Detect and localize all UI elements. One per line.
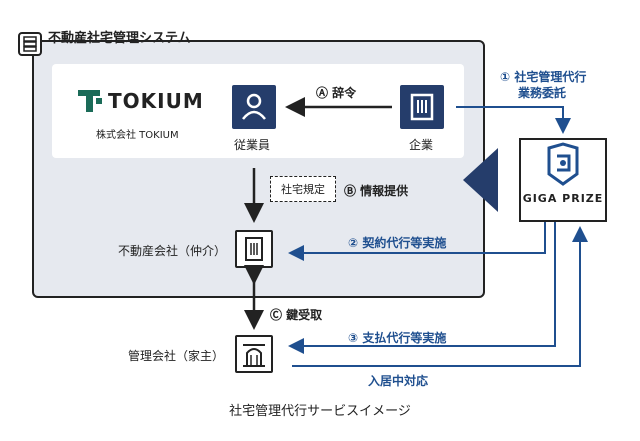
person-icon (242, 93, 266, 120)
company-label: 企業 (409, 138, 434, 152)
tokium-mark-icon (78, 90, 102, 112)
diagram-caption: 社宅管理代行サービスイメージ (229, 404, 411, 419)
building-icon (410, 93, 434, 121)
flow-a-label: Ⓐ 辞令 (316, 86, 357, 100)
rules-box: 社宅規定 (270, 176, 336, 202)
gate-icon (243, 344, 265, 367)
employee-node (232, 85, 276, 129)
company-node (400, 85, 444, 129)
flow-2-arrow (288, 222, 546, 261)
tokium-logo-text: TOKIUM (108, 89, 204, 113)
gigaprize-node: GIGA PRIZE (519, 138, 607, 222)
flow-1-label-line1: ① 社宅管理代行 (500, 70, 587, 84)
flow-2-label: ② 契約代行等実施 (348, 236, 447, 250)
big-triangle (463, 148, 498, 212)
database-icon (18, 32, 42, 56)
flow-c-label: Ⓒ 鍵受取 (270, 308, 323, 322)
gigaprize-logo-icon (547, 142, 579, 186)
realestate-node (235, 230, 273, 268)
flow-1-label-line2: 業務委託 (518, 86, 567, 100)
tokium-company-name: 株式会社 TOKIUM (96, 130, 179, 141)
flow-b-label: Ⓑ 情報提供 (344, 184, 409, 198)
system-title: 不動産社宅管理システム (48, 31, 191, 46)
tokium-logo (78, 90, 112, 118)
employee-label: 従業員 (234, 138, 271, 152)
flow-3-arrow (288, 222, 556, 354)
flow-3-label: ③ 支払代行等実施 (348, 331, 447, 345)
move-in-label: 入居中対応 (368, 374, 429, 388)
flow-1-arrow (456, 106, 571, 134)
management-node (235, 335, 273, 373)
gigaprize-label: GIGA PRIZE (522, 192, 604, 205)
management-label: 管理会社（家主） (128, 349, 225, 363)
realestate-label: 不動産会社（仲介） (118, 244, 227, 258)
building-icon (245, 237, 263, 261)
move-in-arrow (292, 226, 588, 367)
